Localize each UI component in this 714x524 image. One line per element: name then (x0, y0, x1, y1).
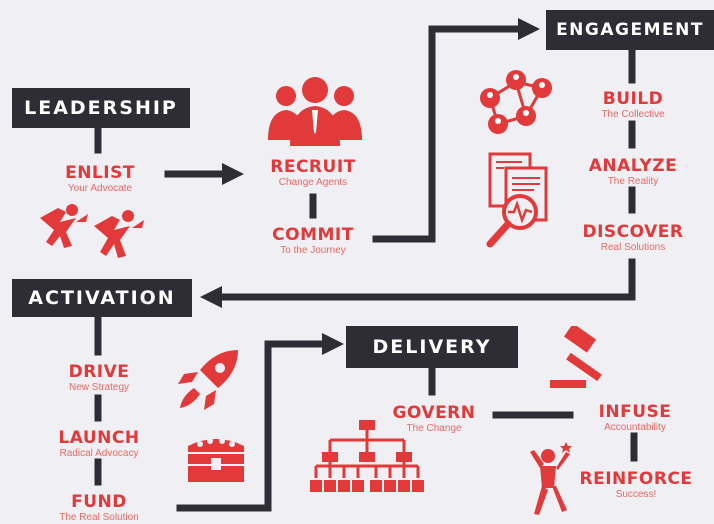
arrow-discover-activation (218, 258, 636, 301)
step-subtitle: New Strategy (68, 382, 130, 393)
arrow-commit-engagement (372, 25, 524, 243)
step-build: BUILD The Collective (578, 89, 688, 121)
step-title: COMMIT (272, 225, 354, 245)
celebrating-person-icon (530, 442, 572, 515)
arrowhead-delivery (322, 333, 344, 355)
phase-leadership: LEADERSHIP (12, 88, 190, 128)
step-launch: LAUNCH Radical Advocacy (46, 428, 152, 460)
phase-activation: ACTIVATION (12, 279, 192, 317)
step-infuse: INFUSE Accountability (580, 402, 690, 434)
superhero-icon (40, 204, 144, 258)
step-reinforce: REINFORCE Success! (574, 469, 698, 501)
arrowhead-activation (200, 286, 222, 308)
step-title: INFUSE (598, 402, 672, 422)
step-govern: GOVERN The Change (380, 403, 488, 435)
step-title: DISCOVER (582, 222, 684, 242)
arrowhead-engagement (518, 18, 540, 40)
step-title: FUND (71, 492, 127, 512)
phase-engagement: ENGAGEMENT (546, 10, 714, 50)
step-title: LAUNCH (58, 428, 140, 448)
step-subtitle: The Reality (607, 176, 659, 187)
step-subtitle: Radical Advocacy (59, 448, 139, 459)
step-analyze: ANALYZE The Reality (578, 156, 688, 188)
step-subtitle: Accountability (604, 422, 666, 433)
step-subtitle: Success! (615, 489, 657, 500)
step-title: ENLIST (65, 163, 135, 183)
phase-delivery: DELIVERY (346, 326, 518, 368)
arrow-fund-delivery (176, 340, 326, 512)
rocket-icon (178, 350, 238, 410)
step-discover: DISCOVER Real Solutions (576, 222, 690, 254)
step-subtitle: To the Journey (280, 245, 346, 256)
org-chart-icon (310, 420, 424, 492)
step-title: GOVERN (392, 403, 476, 423)
step-recruit: RECRUIT Change Agents (256, 157, 370, 189)
step-title: REINFORCE (579, 469, 693, 489)
gavel-icon (550, 326, 602, 388)
step-subtitle: The Real Solution (59, 512, 139, 523)
step-subtitle: Your Advocate (67, 183, 133, 194)
step-subtitle: Change Agents (278, 177, 348, 188)
step-title: RECRUIT (270, 157, 356, 177)
document-magnifier-icon (486, 152, 548, 248)
arrowhead-recruit (222, 163, 244, 185)
team-people-icon (268, 77, 362, 146)
step-commit: COMMIT To the Journey (256, 225, 370, 257)
step-subtitle: Real Solutions (600, 242, 666, 253)
network-people-icon (480, 70, 552, 134)
step-fund: FUND The Real Solution (46, 492, 152, 524)
step-drive: DRIVE New Strategy (46, 362, 152, 394)
step-subtitle: The Collective (601, 109, 665, 120)
step-subtitle: The Change (406, 423, 462, 434)
treasure-chest-icon (188, 438, 244, 482)
step-title: BUILD (602, 89, 664, 109)
step-enlist: ENLIST Your Advocate (48, 163, 152, 195)
step-title: ANALYZE (588, 156, 678, 176)
step-title: DRIVE (68, 362, 130, 382)
